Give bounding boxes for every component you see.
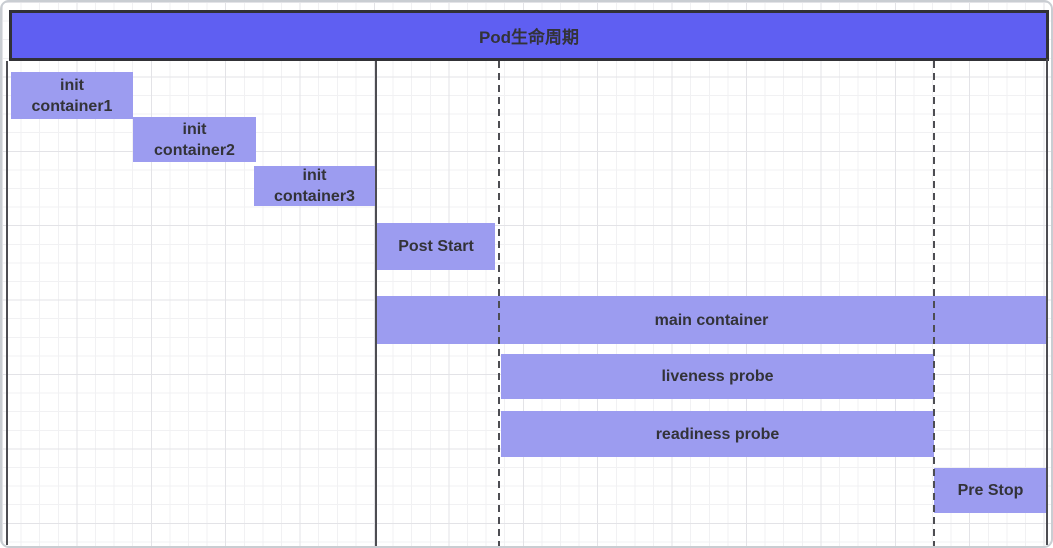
bar-post-start: Post Start	[377, 223, 495, 270]
bar-label: Pre Stop	[957, 482, 1024, 499]
bar-init-container2: init container2	[133, 117, 256, 162]
bar-init-container1: init container1	[11, 72, 133, 119]
left-boundary-line	[6, 61, 8, 545]
bar-label-line: container2	[154, 141, 235, 159]
bar-label-line: init	[60, 76, 84, 94]
init-phase-end-line	[375, 61, 377, 546]
bar-label-line: init	[182, 120, 207, 138]
diagram-title-banner: Pod生命周期	[9, 10, 1049, 61]
bar-label: liveness probe	[661, 368, 774, 385]
right-boundary-line	[1046, 59, 1048, 545]
bar-label: Post Start	[398, 238, 474, 255]
bar-readiness-probe: readiness probe	[501, 411, 934, 457]
page-title: Pod生命周期	[478, 28, 580, 47]
bar-label: readiness probe	[655, 425, 780, 443]
bar-init-container3: init container3	[254, 166, 375, 206]
bar-label-line: init	[302, 167, 327, 184]
bar-liveness-probe: liveness probe	[501, 354, 934, 399]
bar-pre-stop: Pre Stop	[934, 468, 1047, 513]
bar-label-line: container1	[31, 97, 113, 115]
bar-main-container: main container	[377, 296, 1046, 344]
bar-label-line: container3	[274, 188, 355, 205]
pre-stop-start-line	[933, 61, 935, 546]
bar-label: main container	[654, 311, 769, 329]
post-start-end-line	[498, 61, 500, 546]
